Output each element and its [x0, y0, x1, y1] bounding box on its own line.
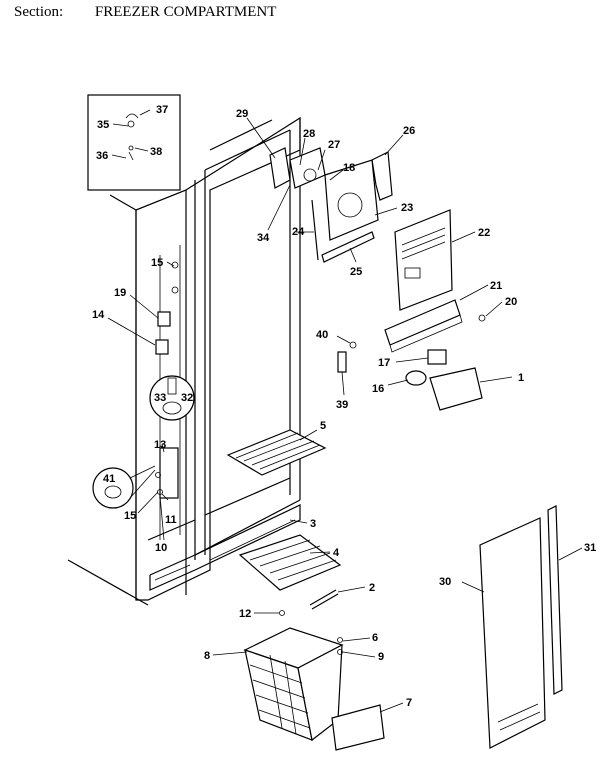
mounting-channel [384, 299, 486, 353]
door-panel [479, 505, 563, 749]
callout-16: 16 [372, 383, 384, 395]
wire-shelf-upper [226, 429, 327, 476]
callout-12: 12 [239, 608, 251, 620]
callout-33: 33 [154, 392, 166, 404]
callout-26: 26 [403, 125, 415, 137]
callout-35: 35 [97, 119, 109, 131]
callout-labels: 1 2 3 4 5 6 7 8 9 10 11 12 13 14 15 15 1… [92, 104, 596, 709]
callout-3: 3 [310, 518, 316, 530]
callout-22: 22 [478, 227, 490, 239]
callout-27: 27 [328, 139, 340, 151]
section-label: Section: [14, 4, 64, 20]
callout-28: 28 [303, 128, 315, 140]
callout-41: 41 [103, 473, 115, 485]
wire-shelf-lower [238, 534, 342, 610]
callout-19: 19 [114, 287, 126, 299]
section-header: Section: FREEZER COMPARTMENT [14, 4, 276, 21]
callout-17: 17 [378, 357, 390, 369]
callout-8: 8 [204, 650, 210, 662]
callout-25: 25 [350, 266, 362, 278]
wire-basket [243, 610, 385, 751]
callout-15-upper: 15 [151, 257, 163, 269]
control-bracket-assembly [269, 147, 393, 263]
callout-31: 31 [584, 542, 596, 554]
callout-30: 30 [439, 576, 451, 588]
callout-20: 20 [505, 296, 517, 308]
callout-39: 39 [336, 399, 348, 411]
callout-15-lower: 15 [124, 510, 136, 522]
fan-motor-parts [405, 349, 483, 411]
callout-23: 23 [401, 202, 413, 214]
callout-24: 24 [292, 226, 305, 238]
callout-10: 10 [155, 542, 167, 554]
leader-lines [107, 109, 583, 713]
callout-21: 21 [490, 280, 502, 292]
callout-9: 9 [378, 651, 384, 663]
callout-34: 34 [257, 232, 270, 244]
detail-circle-41 [92, 465, 156, 509]
evaporator-cover [394, 209, 453, 311]
callout-32: 32 [181, 392, 193, 404]
cabinet-shell [67, 116, 301, 606]
callout-38: 38 [150, 146, 162, 158]
callout-11: 11 [165, 514, 177, 526]
callout-4: 4 [333, 547, 340, 559]
callout-2: 2 [369, 582, 375, 594]
callout-18: 18 [343, 162, 355, 174]
callout-13: 13 [154, 439, 166, 451]
callout-36: 36 [96, 150, 108, 162]
callout-5: 5 [320, 420, 326, 432]
wall-hardware [155, 261, 179, 499]
callout-14: 14 [92, 309, 105, 321]
callout-29: 29 [236, 108, 248, 120]
callout-40: 40 [316, 329, 328, 341]
fastener-parts [337, 341, 357, 373]
section-title: FREEZER COMPARTMENT [94, 4, 277, 20]
callout-6: 6 [372, 632, 378, 644]
detail-circle-32-33 [149, 375, 195, 421]
callout-7: 7 [406, 697, 412, 709]
inset-box-hinge-parts [87, 94, 181, 191]
callout-37: 37 [156, 104, 168, 116]
callout-1: 1 [518, 372, 524, 384]
